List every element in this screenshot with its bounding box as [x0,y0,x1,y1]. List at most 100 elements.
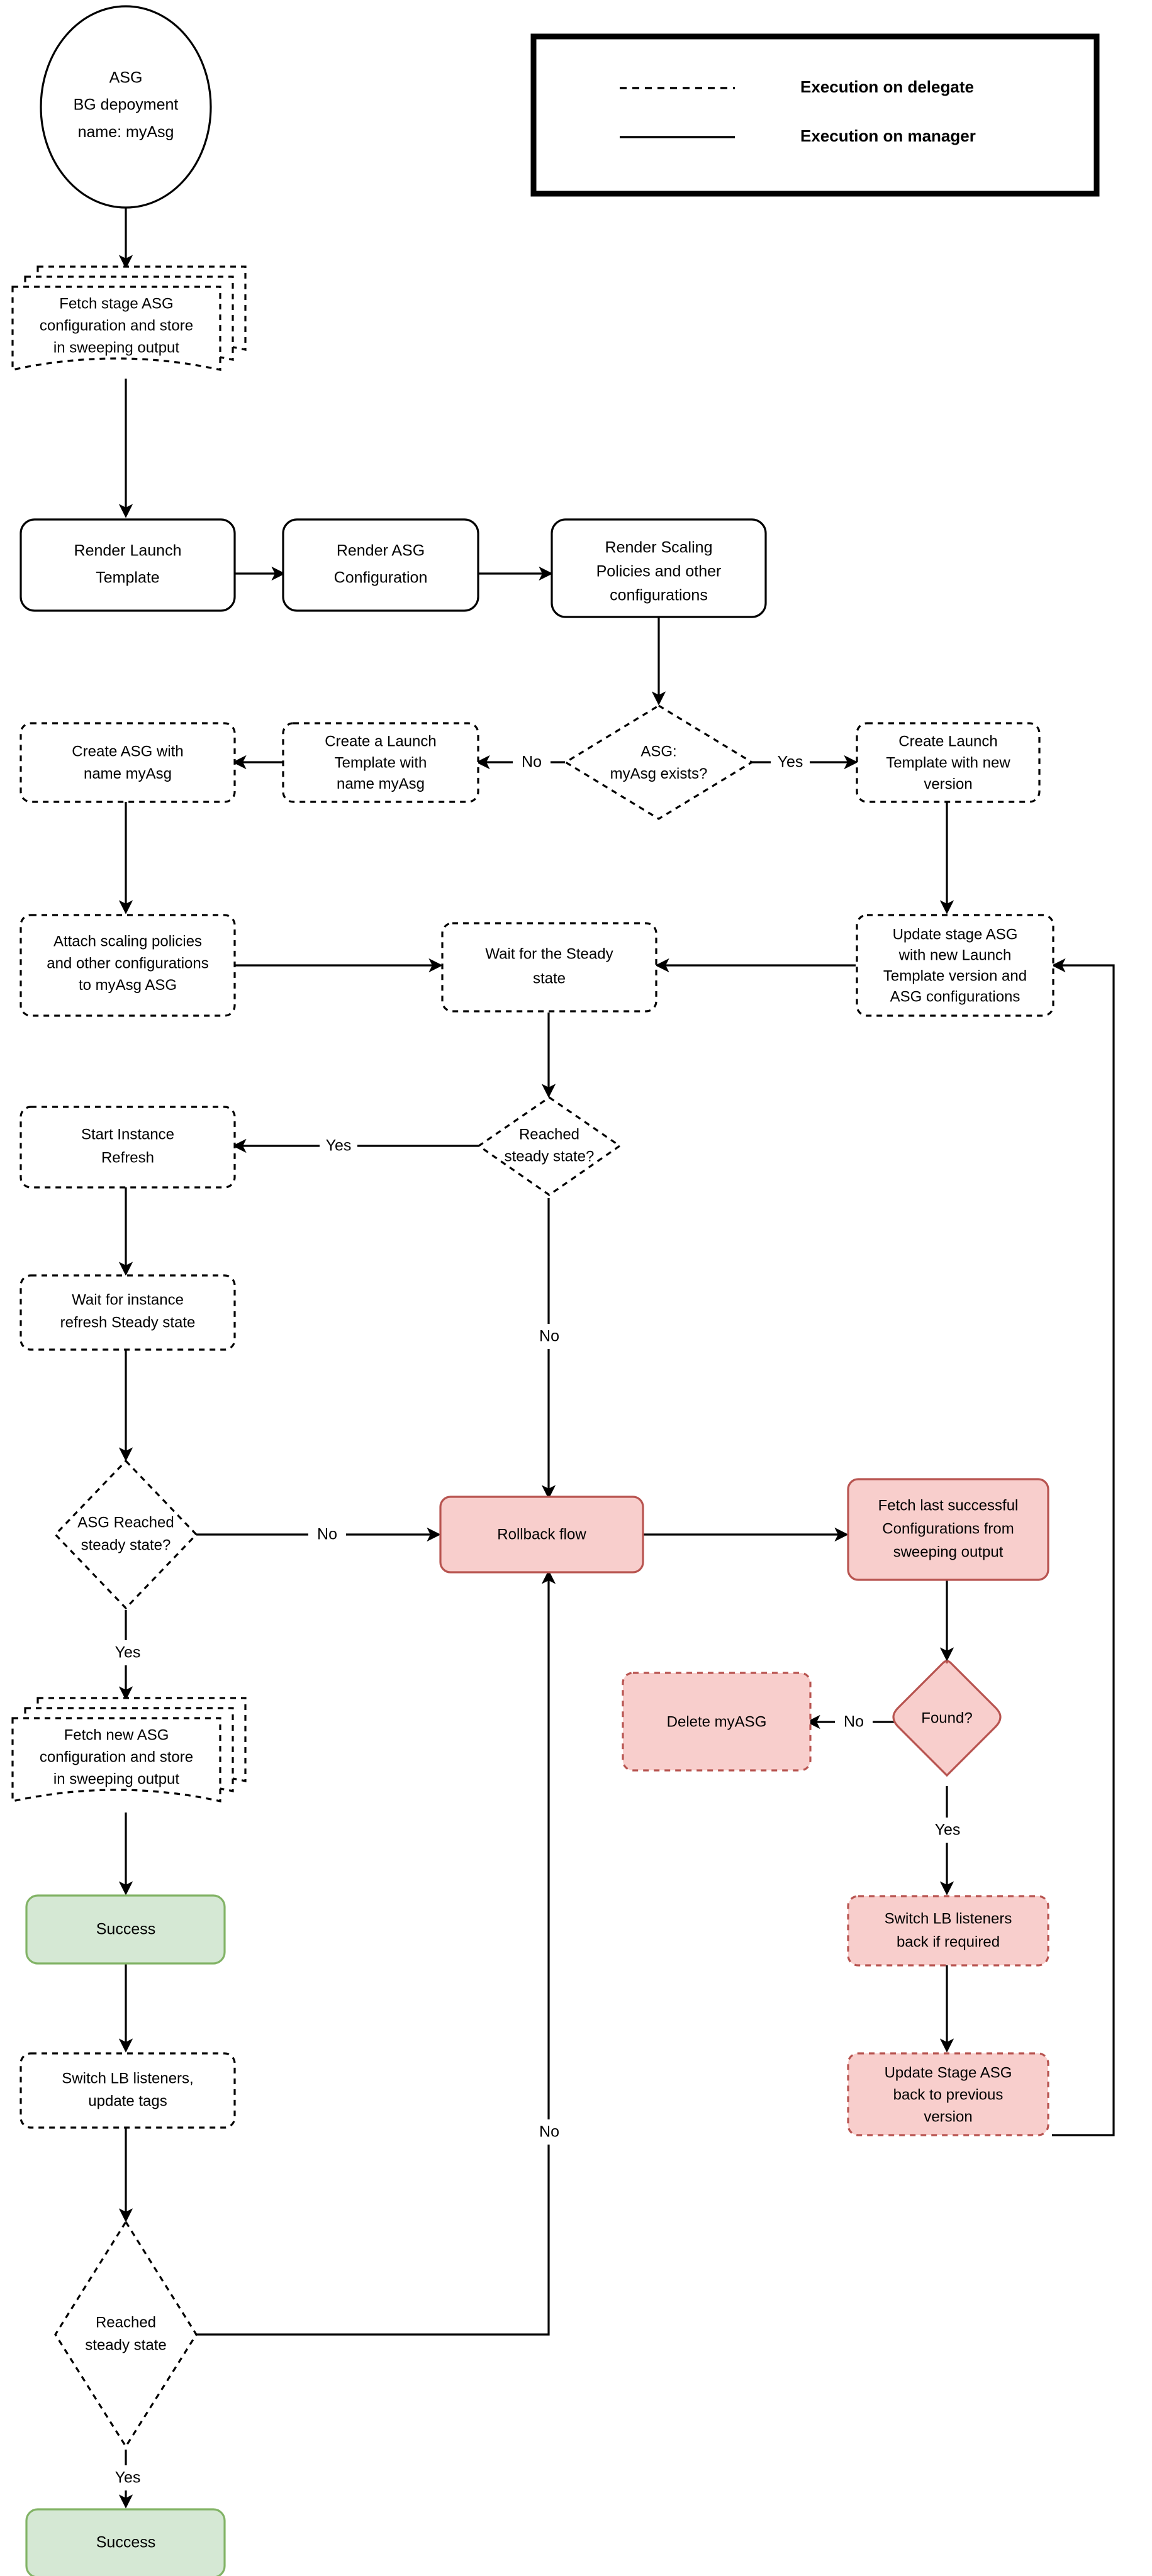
node-fetch-stage-line1: Fetch stage ASG [59,295,173,312]
node-wait-refresh-line1: Wait for instance [72,1291,184,1308]
edge-label-yes-reached-final: Yes [115,2469,141,2487]
node-render-scaling-line1: Render Scaling [605,539,713,557]
legend-label-delegate: Execution on delegate [800,77,974,96]
node-asg-reached-steady-state-decision[interactable]: ASG Reached steady state? [53,1459,198,1610]
node-switch-tags-line1: Switch LB listeners, [62,2070,193,2087]
edge-label-no-reached-final: No [539,2123,559,2141]
node-switch-lb-back-line2: back if required [897,1933,1000,1950]
node-switch-lb-listeners-back[interactable]: Switch LB listeners back if required [847,1895,1049,1967]
node-wait-instance-refresh[interactable]: Wait for instance refresh Steady state [20,1274,236,1351]
node-switch-lb-update-tags[interactable]: Switch LB listeners, update tags [20,2052,236,2129]
node-reached-steady-line1: Reached [519,1126,579,1143]
node-create-lt-named-line1: Create a Launch [325,733,436,750]
node-start[interactable]: ASG BG depoyment name: myAsg [40,5,212,209]
node-create-lt-named-line3: name myAsg [337,775,425,792]
node-create-asg-line2: name myAsg [84,765,172,782]
node-asg-exists-line1: ASG: [640,743,676,760]
node-start-line3: name: myAsg [78,123,174,141]
edge-label-no-asg-reached-steady: No [317,1526,337,1543]
edge-label-no-reached-steady: No [539,1328,559,1345]
node-fetch-last-line3: sweeping output [893,1543,1004,1560]
node-found-label: Found? [921,1709,972,1726]
node-reached-steady-state-decision[interactable]: Reached steady state? [477,1096,622,1196]
node-fetch-last-successful-config[interactable]: Fetch last successful Configurations fro… [847,1478,1049,1581]
node-fetch-last-line1: Fetch last successful [878,1497,1019,1514]
node-update-stage-line3: Template version and [883,967,1027,984]
node-render-scaling-line2: Policies and other [596,563,722,580]
node-render-scaling-line3: configurations [610,587,708,604]
node-start-refresh-line2: Refresh [101,1149,154,1166]
node-fetch-stage-asg[interactable]: Fetch stage ASG configuration and store … [11,265,247,371]
edge-label-yes-asg-exists: Yes [778,753,803,771]
node-render-lt-line2: Template [96,569,159,587]
node-create-launch-template-named[interactable]: Create a Launch Template with name myAsg [282,722,479,803]
edge-label-yes-reached-steady: Yes [326,1137,352,1155]
node-reached-steady-state-final-decision[interactable]: Reached steady state [54,2219,198,2449]
node-fetch-new-line1: Fetch new ASG [64,1726,169,1743]
node-asg-reached-line1: ASG Reached [77,1514,174,1531]
node-update-stage-line1: Update stage ASG [893,926,1018,943]
legend-border [530,33,1100,197]
node-rollback-flow-label: Rollback flow [497,1526,586,1543]
node-found-decision[interactable]: Found? [892,1660,1002,1777]
node-delete-myasg-label: Delete myASG [667,1713,767,1730]
node-update-back-line2: back to previous [893,2086,1004,2103]
node-start-refresh-line1: Start Instance [81,1126,174,1143]
edge-label-yes-asg-reached-steady: Yes [115,1644,141,1662]
node-wait-steady-line2: state [533,970,566,987]
node-reached-final-line2: steady state [85,2336,166,2353]
node-success-2-label: Success [96,2534,155,2551]
node-reached-steady-line2: steady state? [505,1148,595,1165]
node-update-back-line1: Update Stage ASG [885,2064,1012,2081]
legend-label-manager: Execution on manager [800,126,976,145]
node-render-launch-template[interactable]: Render Launch Template [20,518,236,612]
node-fetch-new-line2: configuration and store [40,1748,193,1765]
node-success-1-label: Success [96,1921,155,1938]
node-render-asg-line1: Render ASG [337,542,425,560]
node-create-launch-template-new-version[interactable]: Create Launch Template with new version [856,722,1041,803]
node-success-1[interactable]: Success [25,1894,226,1965]
node-fetch-new-line3: in sweeping output [53,1770,179,1787]
node-render-asg-line2: Configuration [334,569,428,587]
node-attach-line1: Attach scaling policies [53,933,202,950]
node-switch-tags-line2: update tags [88,2092,167,2109]
node-update-stage-line2: with new Launch [898,947,1012,963]
node-wait-refresh-line2: refresh Steady state [60,1314,196,1331]
node-wait-steady-line1: Wait for the Steady [485,945,613,962]
node-attach-scaling-policies[interactable]: Attach scaling policies and other config… [20,914,236,1017]
node-reached-final-line1: Reached [96,2314,156,2331]
node-render-asg-configuration[interactable]: Render ASG Configuration [282,518,479,612]
node-delete-myasg[interactable]: Delete myASG [622,1672,812,1772]
node-fetch-new-asg-config[interactable]: Fetch new ASG configuration and store in… [11,1697,247,1802]
node-fetch-stage-line3: in sweeping output [53,339,179,356]
node-success-2[interactable]: Success [25,2508,226,2576]
node-create-lt-new-line3: version [924,775,972,792]
node-update-stage-line4: ASG configurations [890,988,1021,1005]
node-update-back-line3: version [924,2108,972,2125]
node-asg-exists-decision[interactable]: ASG: myAsg exists? [563,704,754,820]
node-asg-reached-line2: steady state? [81,1536,171,1553]
legend: Execution on delegate Execution on manag… [530,33,1100,197]
node-rollback-flow[interactable]: Rollback flow [439,1496,644,1574]
edge-label-yes-found: Yes [935,1821,961,1839]
node-create-lt-new-line1: Create Launch [898,733,997,750]
node-create-lt-named-line2: Template with [335,754,427,771]
node-switch-lb-back-line1: Switch LB listeners [885,1910,1012,1927]
node-create-asg-line1: Create ASG with [72,743,183,760]
node-wait-for-steady-state[interactable]: Wait for the Steady state [441,922,657,1013]
node-update-stage-asg[interactable]: Update stage ASG with new Launch Templat… [856,914,1054,1017]
node-render-scaling-policies[interactable]: Render Scaling Policies and other config… [551,518,767,618]
node-attach-line2: and other configurations [47,955,209,972]
node-start-instance-refresh[interactable]: Start Instance Refresh [20,1106,236,1189]
edge-label-no-asg-exists: No [522,753,542,771]
edge-label-no-found: No [844,1713,864,1731]
node-create-asg[interactable]: Create ASG with name myAsg [20,722,236,803]
node-attach-line3: to myAsg ASG [79,977,177,994]
edge-reachedfinal-no-to-rollback [196,1570,556,2336]
edge-labels: Yes No Yes No No Yes No Yes No Yes [108,750,967,2490]
node-update-stage-asg-back[interactable]: Update Stage ASG back to previous versio… [847,2052,1049,2136]
node-asg-exists-line2: myAsg exists? [610,765,708,782]
node-fetch-stage-line2: configuration and store [40,317,193,334]
